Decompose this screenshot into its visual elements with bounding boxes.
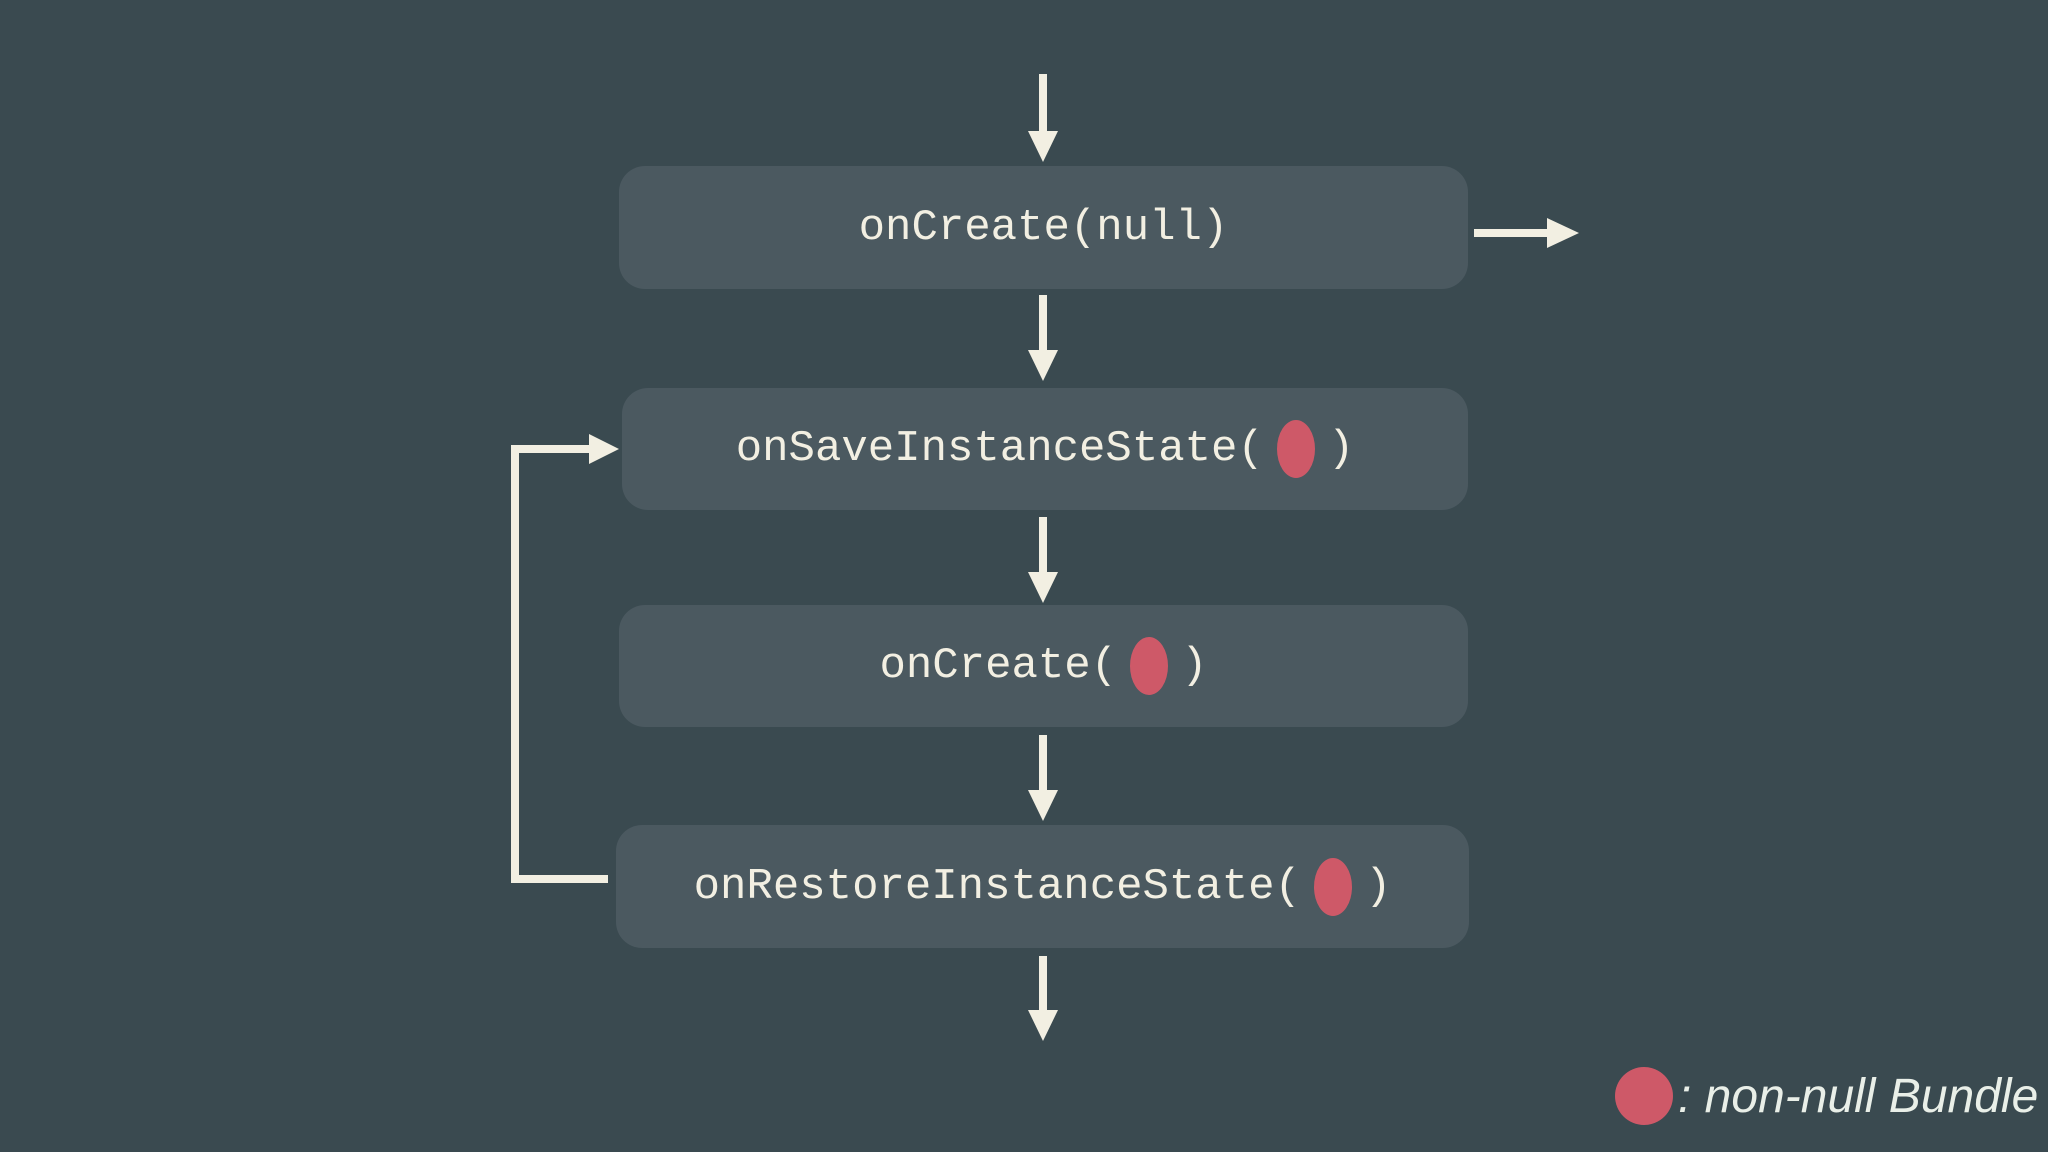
arrow-oncreate-bundle-to-onrestoreinstancestate — [1028, 735, 1058, 821]
node-label: ) — [1327, 424, 1355, 474]
bundle-dot-icon — [1313, 857, 1352, 916]
node-label: ) — [1181, 641, 1208, 691]
legend-label: : non-null Bundle — [1678, 1069, 2039, 1123]
node-label: onSaveInstanceState( — [735, 424, 1264, 474]
arrow-exit-bottom — [1028, 956, 1058, 1041]
bundle-dot-icon — [1130, 637, 1169, 695]
arrow-loop-onrestore-to-onsave — [511, 434, 619, 883]
bundle-dot-icon — [1276, 420, 1315, 478]
node-label: onCreate( — [879, 641, 1118, 691]
node-label: onRestoreInstanceState( — [693, 861, 1301, 912]
arrow-onsaveinstancestate-to-oncreate-bundle — [1028, 517, 1058, 603]
node-label: onCreate(null) — [858, 202, 1229, 253]
arrow-oncreate-null-exit-right — [1474, 218, 1579, 248]
node-oncreate-null: onCreate(null) — [619, 166, 1468, 289]
node-onrestoreinstancestate: onRestoreInstanceState() — [616, 825, 1469, 948]
node-oncreate-bundle: onCreate() — [619, 605, 1468, 727]
node-label: ) — [1364, 861, 1392, 912]
node-onsaveinstancestate: onSaveInstanceState() — [622, 388, 1468, 510]
bundle-dot-icon — [1615, 1067, 1673, 1125]
legend: : non-null Bundle — [1615, 1067, 2038, 1125]
arrow-oncreate-null-to-onsaveinstancestate — [1028, 295, 1058, 381]
arrow-entry-top — [1028, 74, 1058, 162]
